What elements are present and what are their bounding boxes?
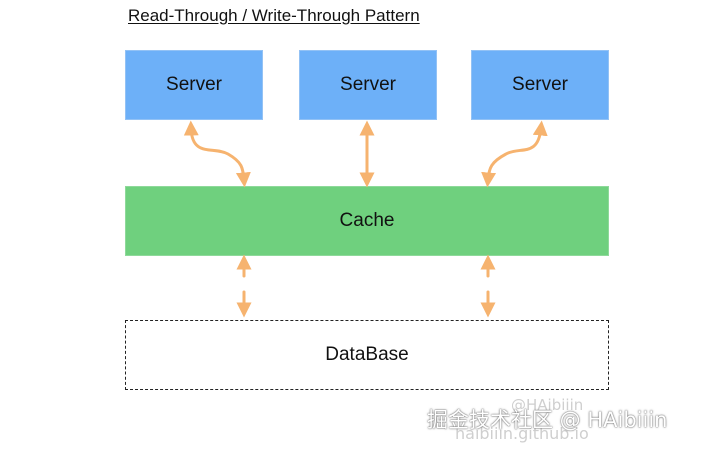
watermark-site-text: 掘金技术社区 @ HAibiiin [427, 408, 668, 432]
database-box: DataBase [125, 320, 609, 390]
server-box-middle: Server [299, 50, 437, 120]
server-cache-arrow-right [481, 120, 548, 188]
watermark-url: haibiiin.github.io [455, 424, 589, 443]
server-box-left: Server [125, 50, 263, 120]
cache-label: Cache [339, 210, 395, 231]
diagram-title: Read-Through / Write-Through Pattern [128, 6, 420, 25]
server-label: Server [340, 74, 396, 95]
server-cache-arrow-left [183, 120, 251, 188]
server-label: Server [166, 74, 222, 95]
database-label: DataBase [325, 344, 409, 365]
server-label: Server [512, 74, 568, 95]
server-box-right: Server [471, 50, 609, 120]
watermark-handle: @HAibiiin [511, 396, 584, 414]
